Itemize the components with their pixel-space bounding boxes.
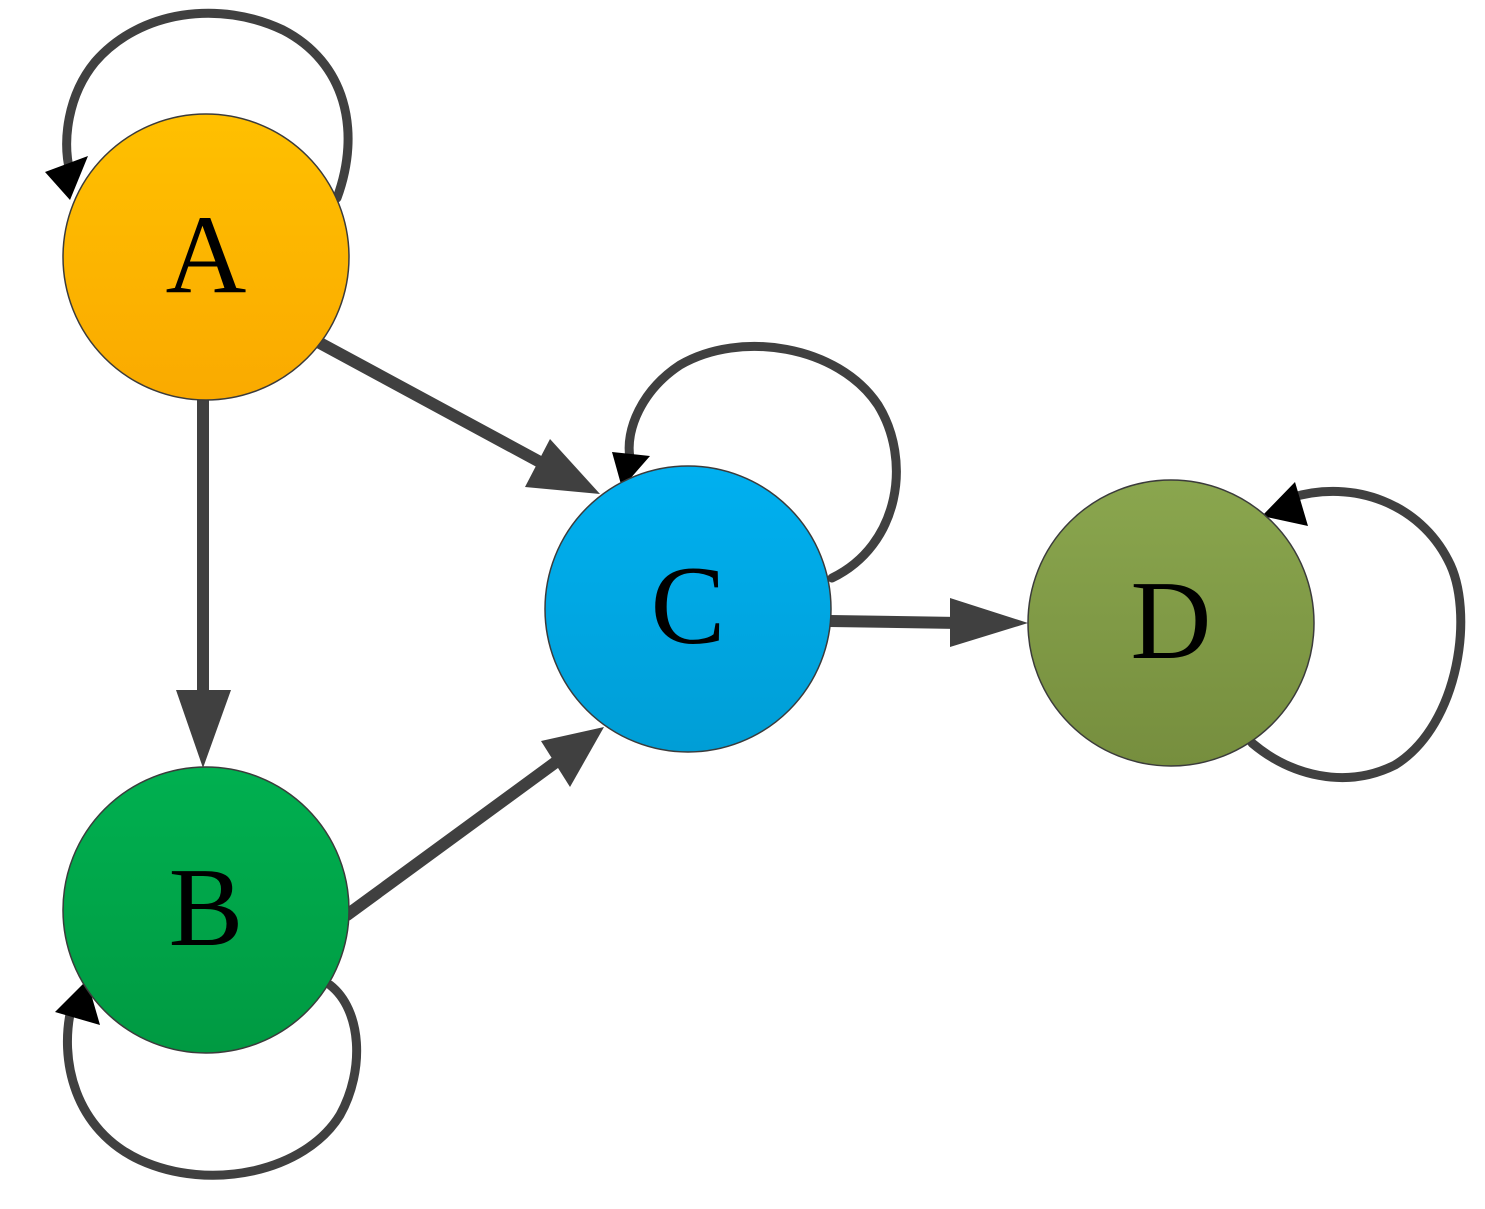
edge-a-to-a-arrowhead — [45, 156, 88, 200]
edge-c-to-d-arrowhead — [950, 598, 1028, 647]
edge-c-to-c — [624, 341, 901, 583]
node-a-label: A — [166, 193, 247, 317]
node-b-label: B — [169, 846, 244, 970]
edge-b-to-c — [341, 756, 562, 921]
edge-a-to-b-arrowhead — [176, 690, 231, 768]
edge-a-to-c — [312, 336, 546, 468]
edge-c-to-c-arrowhead — [612, 452, 650, 488]
edge-a-to-c-arrowhead — [525, 439, 600, 494]
node-d-label: D — [1131, 559, 1212, 683]
node-d-circle — [1027, 479, 1315, 767]
edge-c-to-d — [824, 615, 966, 629]
node-d: D — [1027, 479, 1315, 767]
self-loops — [45, 8, 1466, 1180]
edge-d-to-d-arrowhead — [1262, 482, 1308, 526]
edge-b-to-b — [62, 980, 362, 1180]
edge-b-to-c-arrowhead — [541, 727, 604, 787]
node-b-circle — [62, 766, 350, 1054]
edge-a-to-a — [62, 8, 353, 203]
node-b: B — [62, 766, 350, 1054]
edge-d-to-d — [1247, 486, 1466, 782]
node-c: C — [544, 465, 832, 753]
node-a: A — [62, 113, 350, 401]
edges — [176, 336, 1028, 921]
node-c-label: C — [651, 544, 726, 668]
node-c-circle — [544, 465, 832, 753]
node-a-circle — [62, 113, 350, 401]
